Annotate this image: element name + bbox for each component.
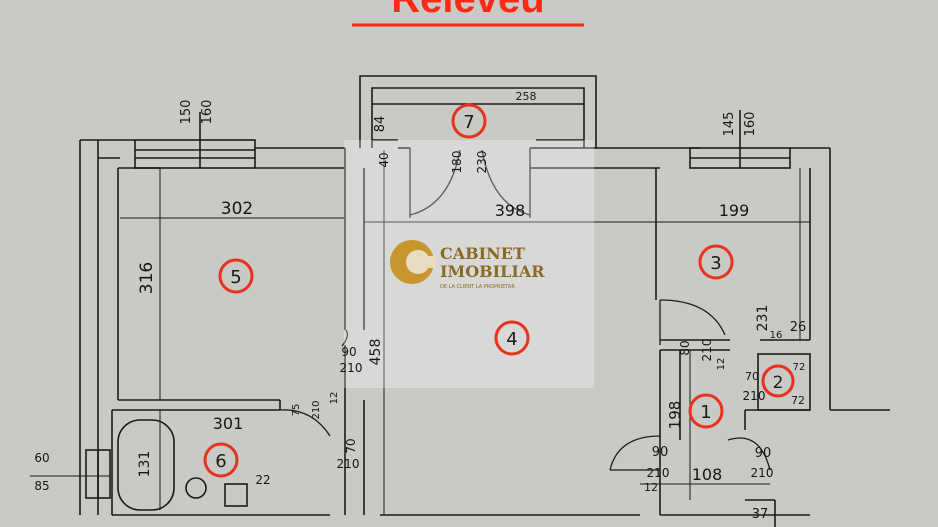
dimension-lines [30,103,810,515]
svg-text:1: 1 [700,402,711,423]
dim-door2-w: 70 [745,370,759,383]
svg-text:6: 6 [215,451,226,472]
watermark-tagline: DE LA CLIENT LA PROPRIETAR [440,284,515,290]
dimension-labels: 258 84 180 230 40 150 160 145 160 302 31… [34,90,806,522]
room-badge-7: 7 [451,103,487,139]
dim-door-entry-jamb: 12 [644,481,658,494]
svg-text:3: 3 [710,253,721,274]
dim-door6a-h: 210 [311,400,322,419]
dim-room5-width: 302 [221,199,253,219]
dim-window6-w: 60 [34,451,49,465]
room-badges: 7 5 4 3 2 1 6 [203,103,795,478]
dim-door-entry-w: 90 [652,445,669,460]
dim-room2-d: 72 [791,394,805,407]
dim-window-left-h: 160 [200,100,215,125]
watermark-name-line1: CABINET [440,244,525,263]
dim-room2-w: 72 [793,362,806,373]
dim-door2-h: 210 [743,389,766,403]
dim-door3-w: 80 [678,340,692,355]
door-swings [279,148,771,471]
dim-room3-depth: 231 [755,305,771,332]
dim-window-left-w: 150 [179,100,194,125]
dim-door3-jamb: 12 [716,358,727,371]
watermark-logo-icon [390,240,436,284]
dim-door5-w: 90 [341,345,356,359]
dim-room5-depth: 316 [137,262,157,294]
dim-balcony-door-jamb: 40 [377,152,391,167]
room-badge-3: 3 [698,244,734,280]
dim-window-right-h: 160 [743,112,758,137]
watermark-name-line2: IMOBILIAR [440,262,545,281]
dim-balcony-door-h: 230 [475,151,489,174]
dim-door-entry-h: 210 [647,466,670,480]
dim-room6-width: 301 [213,414,244,433]
walls [79,75,890,527]
dim-room4-width: 398 [495,201,526,220]
dim-balcony-door-w: 180 [450,151,464,174]
dim-room6-small: 22 [255,473,270,487]
dim-room6-depth: 131 [137,451,153,478]
room-badge-5: 5 [218,258,254,294]
dim-door6a-w: 75 [291,404,302,417]
svg-text:2: 2 [773,373,784,393]
room-badge-6: 6 [203,442,239,478]
svg-text:7: 7 [463,112,474,133]
watermark-panel [344,140,594,388]
dim-door-right-w: 90 [755,446,772,461]
dim-door6b-w: 70 [344,438,358,453]
plan-title: Releveu [391,0,544,21]
dim-door6b-h: 210 [337,457,360,471]
dim-door-right-h: 210 [751,466,774,480]
dim-bottom-right: 37 [752,507,769,522]
dim-hall-width: 108 [692,465,723,484]
svg-text:4: 4 [506,329,517,350]
dim-room3-small: 16 [770,330,783,341]
room-badge-4: 4 [494,320,530,356]
dim-room3-width: 199 [719,201,750,220]
watermark: CABINET IMOBILIAR DE LA CLIENT LA PROPRI… [344,140,594,388]
dim-window6-h: 85 [34,479,49,493]
dim-balcony-width: 258 [516,90,537,103]
dim-door6a-jamb: 12 [329,392,340,405]
dim-room4-depth: 458 [368,339,384,366]
dim-room3-niche: 26 [790,320,807,335]
room-badge-2: 2 [761,364,795,398]
svg-text:5: 5 [230,267,241,288]
dim-door3-h: 210 [700,339,714,362]
dim-hall-depth: 198 [666,401,684,430]
dim-door5-h: 210 [340,361,363,375]
dim-balcony-depth: 84 [373,116,388,133]
room-badge-1: 1 [688,393,724,429]
dim-window-right-w: 145 [722,112,737,137]
